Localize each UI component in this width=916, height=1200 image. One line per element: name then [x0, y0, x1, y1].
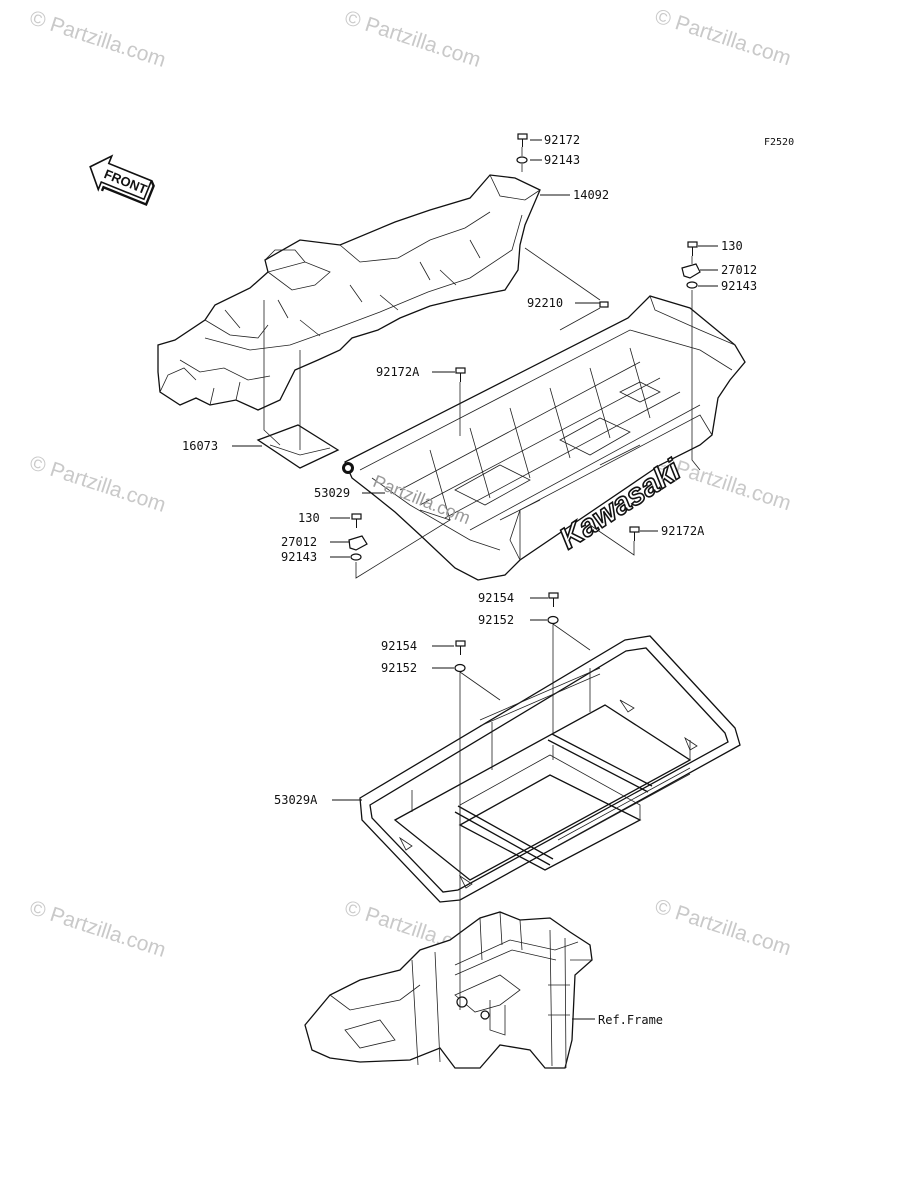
- front-arrow-icon: FRONT: [89, 154, 155, 207]
- washer-icon: [686, 281, 698, 289]
- part-label-92210[interactable]: 92210: [527, 296, 563, 310]
- watermark: © Partzilla.com: [27, 451, 169, 517]
- clip-icon: [348, 535, 368, 551]
- washer-icon: [547, 615, 559, 625]
- hardware-icons: [348, 133, 701, 673]
- ref-frame: [304, 911, 593, 1069]
- part-label-92172a[interactable]: 92172A: [661, 524, 705, 538]
- part-label-53029[interactable]: 53029: [314, 486, 350, 500]
- watermark: © Partzilla.com: [342, 6, 484, 72]
- bolt-icon: [351, 513, 362, 528]
- part-label-53029a[interactable]: 53029A: [274, 793, 318, 807]
- plate-16073: [256, 424, 340, 469]
- upper-cover-14092: [157, 174, 541, 411]
- watermark: © Partzilla.com: [652, 895, 794, 961]
- watermark: © Partzilla.com: [652, 5, 794, 71]
- diagram-code: F2520: [764, 137, 794, 148]
- part-labels: 92172 92143 14092 130 27012 92143 92210 …: [182, 133, 757, 1027]
- part-label-92172a[interactable]: 92172A: [376, 365, 420, 379]
- part-label-14092[interactable]: 14092: [573, 188, 609, 202]
- part-label-92143[interactable]: 92143: [721, 279, 757, 293]
- part-label-27012[interactable]: 27012: [281, 535, 317, 549]
- part-label-ref-frame[interactable]: Ref.Frame: [598, 1013, 663, 1027]
- part-label-92152[interactable]: 92152: [478, 613, 514, 627]
- grommet-icon: [599, 301, 609, 308]
- leader-lines: [232, 139, 718, 1020]
- clip-icon: [681, 263, 701, 279]
- part-label-130[interactable]: 130: [721, 239, 743, 253]
- cargo-rack-53029a: [359, 635, 741, 903]
- bolt-icon: [548, 592, 559, 607]
- part-label-92154[interactable]: 92154: [478, 591, 514, 605]
- watermark: © Partzilla.com: [27, 6, 169, 72]
- part-label-92143[interactable]: 92143: [281, 550, 317, 564]
- part-label-92143[interactable]: 92143: [544, 153, 580, 167]
- bolt-icon: [687, 241, 698, 256]
- part-label-130[interactable]: 130: [298, 511, 320, 525]
- bolt-icon: [517, 133, 528, 147]
- washer-icon: [454, 663, 466, 673]
- part-label-92154[interactable]: 92154: [381, 639, 417, 653]
- assembly-lines: [263, 147, 701, 1010]
- bolt-icon: [629, 526, 640, 541]
- part-label-27012[interactable]: 27012: [721, 263, 757, 277]
- part-label-92172[interactable]: 92172: [544, 133, 580, 147]
- washer-icon: [516, 156, 528, 164]
- part-label-16073[interactable]: 16073: [182, 439, 218, 453]
- washer-icon: [350, 553, 362, 561]
- bolt-icon: [455, 640, 466, 655]
- bolt-icon: [455, 367, 466, 382]
- watermark: © Partzilla.com: [27, 896, 169, 962]
- part-label-92152[interactable]: 92152: [381, 661, 417, 675]
